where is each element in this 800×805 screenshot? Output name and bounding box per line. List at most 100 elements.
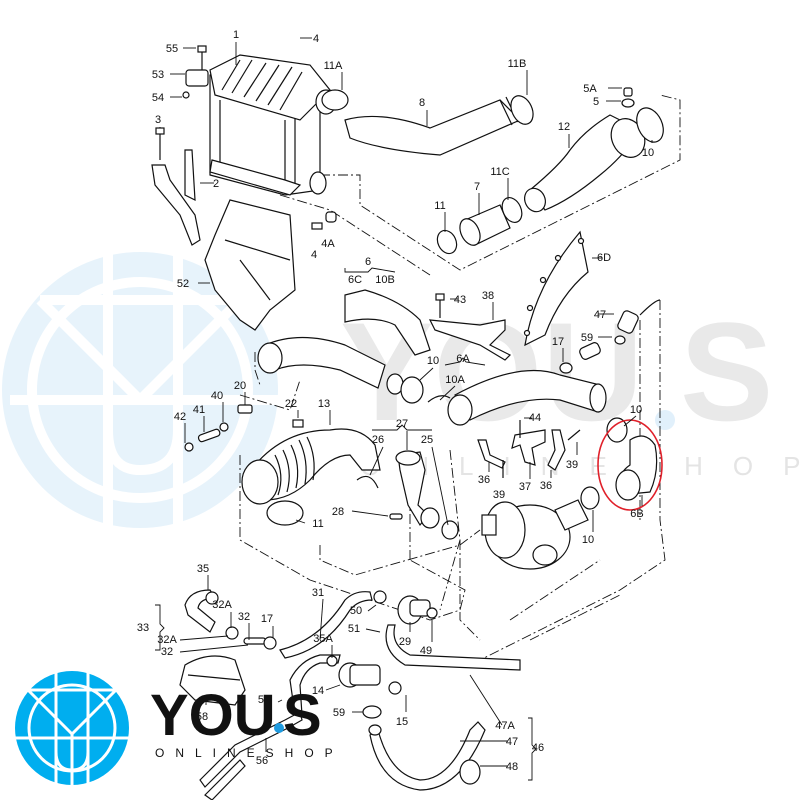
- part-label-11a: 11A: [324, 60, 343, 72]
- brand-dot: [274, 723, 284, 733]
- part-label-22: 22: [285, 398, 297, 410]
- hose-47: [368, 721, 486, 791]
- hose-clamp-11: [266, 500, 304, 526]
- part-label-11: 11: [312, 518, 323, 530]
- part-label-3: 3: [155, 114, 161, 126]
- part-label-56: 56: [256, 755, 268, 767]
- bracket: [151, 127, 201, 246]
- part-label-6b: 6B: [630, 508, 643, 520]
- part-label-53: 53: [152, 69, 164, 81]
- part-label-29: 29: [399, 636, 411, 648]
- part-label-59: 59: [333, 707, 345, 719]
- part-label-48: 48: [506, 761, 518, 773]
- part-label-47: 47: [506, 736, 518, 748]
- hose-clamp-10: [606, 417, 628, 443]
- valve-14: [338, 662, 402, 719]
- part-label-6d: 6D: [597, 252, 611, 264]
- bolt-and-nut: [311, 211, 337, 230]
- watermark-dot: [655, 410, 675, 430]
- part-label-33: 33: [137, 622, 149, 634]
- part-label-40: 40: [211, 390, 223, 402]
- part-label-6: 6: [365, 256, 371, 268]
- part-label-25: 25: [421, 434, 433, 446]
- part-label-15: 15: [396, 716, 408, 728]
- part-label-54: 54: [152, 92, 164, 104]
- part-label-4: 4: [313, 33, 319, 45]
- part-label-17: 17: [261, 613, 273, 625]
- brand-s-text: S: [283, 683, 322, 748]
- part-label-46: 46: [532, 742, 544, 754]
- charge-pipe-6A: [427, 369, 607, 426]
- yous-brand-logo: YOU S ONLINESHOP: [15, 671, 333, 785]
- part-label-28: 28: [332, 506, 344, 518]
- part-label-43: 43: [454, 294, 466, 306]
- part-label-35: 35: [197, 563, 209, 575]
- part-label-1: 1: [233, 29, 239, 41]
- intercooler: [209, 54, 337, 196]
- part-label-55: 55: [166, 43, 178, 55]
- part-label-7: 7: [474, 181, 480, 193]
- part-label-38: 38: [482, 290, 494, 302]
- mounting-brackets: [477, 420, 581, 478]
- part-label-2: 2: [213, 178, 219, 190]
- highlight-6B: [597, 419, 663, 511]
- brand-you-text: YOU: [150, 683, 276, 748]
- expansion-tank-58: [179, 655, 246, 706]
- part-label-5: 5: [593, 96, 599, 108]
- part-label-8: 8: [419, 97, 425, 109]
- hose-clamp-10: [580, 486, 600, 510]
- part-label-12: 12: [558, 121, 570, 133]
- part-label-42: 42: [174, 411, 186, 423]
- intake-parts-25-28: [356, 450, 459, 540]
- part-label-31: 31: [312, 587, 324, 599]
- pressure-pipe-12: [524, 87, 646, 213]
- part-label-14: 14: [312, 685, 324, 697]
- part-label-11: 11: [434, 200, 445, 212]
- part-label-6c: 6C: [348, 274, 362, 286]
- part-label-32: 32: [161, 646, 173, 658]
- part-label-26: 26: [372, 434, 384, 446]
- part-label-36: 36: [540, 480, 552, 492]
- sensor-22: [292, 419, 304, 428]
- part-label-51: 51: [348, 623, 360, 635]
- part-label-41: 41: [193, 404, 205, 416]
- globe-logo-icon: [15, 671, 129, 785]
- hose-clamp-11C: [501, 197, 523, 223]
- part-label-32a: 32A: [212, 599, 232, 611]
- part-label-10: 10: [582, 534, 594, 546]
- hose-clamp-11: [436, 229, 458, 255]
- watermark-tagline: ONLINESHOP: [360, 451, 800, 481]
- heat-shield-6D: [523, 230, 589, 347]
- part-label-59: 59: [581, 332, 593, 344]
- turbocharger: [481, 499, 589, 570]
- coolant-hoses: [184, 589, 387, 716]
- part-label-35a: 35A: [313, 633, 333, 645]
- part-label-11b: 11B: [508, 58, 527, 70]
- part-label-32a: 32A: [157, 634, 177, 646]
- part-label-39: 39: [493, 489, 505, 501]
- part-label-5a: 5A: [583, 83, 597, 95]
- part-label-10a: 10A: [445, 374, 465, 386]
- part-label-27: 27: [396, 418, 408, 430]
- part-label-10b: 10B: [375, 274, 395, 286]
- background-watermark-logo: [2, 252, 280, 528]
- connector-20-42: [184, 404, 253, 452]
- part-label-20: 20: [234, 380, 246, 392]
- air-guide: [204, 199, 296, 331]
- bracket-38: [428, 293, 512, 361]
- corrugated-hose-13: [241, 428, 381, 505]
- valve-29: [385, 595, 521, 671]
- hose-connector-7: [459, 204, 511, 246]
- part-label-13: 13: [318, 398, 330, 410]
- hose-clamp-10: [636, 107, 664, 143]
- part-label-39: 39: [566, 459, 578, 471]
- charge-air-hose-8: [344, 95, 534, 156]
- part-label-47: 47: [594, 309, 606, 321]
- part-label-52: 52: [177, 278, 189, 290]
- part-label-10: 10: [427, 355, 439, 367]
- part-label-36: 36: [478, 474, 490, 486]
- part-label-17: 17: [552, 336, 564, 348]
- hose-clamp-11A: [321, 89, 349, 111]
